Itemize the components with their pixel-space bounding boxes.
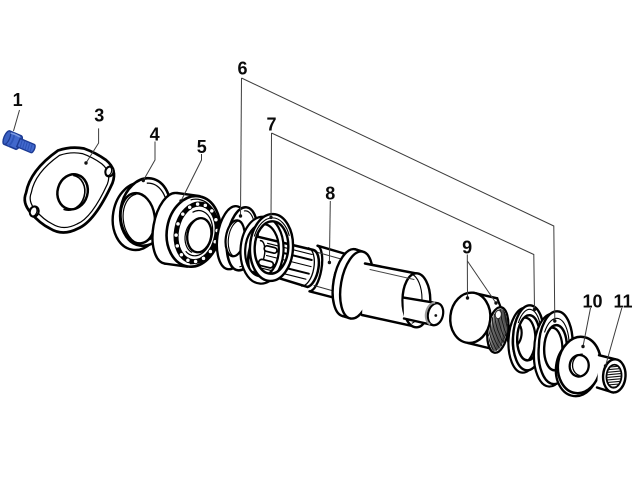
svg-text:5: 5 <box>197 137 207 157</box>
svg-text:11: 11 <box>613 291 632 311</box>
svg-text:9: 9 <box>462 237 472 257</box>
svg-text:1: 1 <box>13 90 23 110</box>
svg-text:7: 7 <box>266 115 276 135</box>
svg-text:6: 6 <box>237 59 247 79</box>
svg-text:10: 10 <box>582 291 602 311</box>
svg-text:3: 3 <box>94 105 104 125</box>
svg-text:8: 8 <box>325 183 335 203</box>
svg-text:4: 4 <box>150 125 160 145</box>
